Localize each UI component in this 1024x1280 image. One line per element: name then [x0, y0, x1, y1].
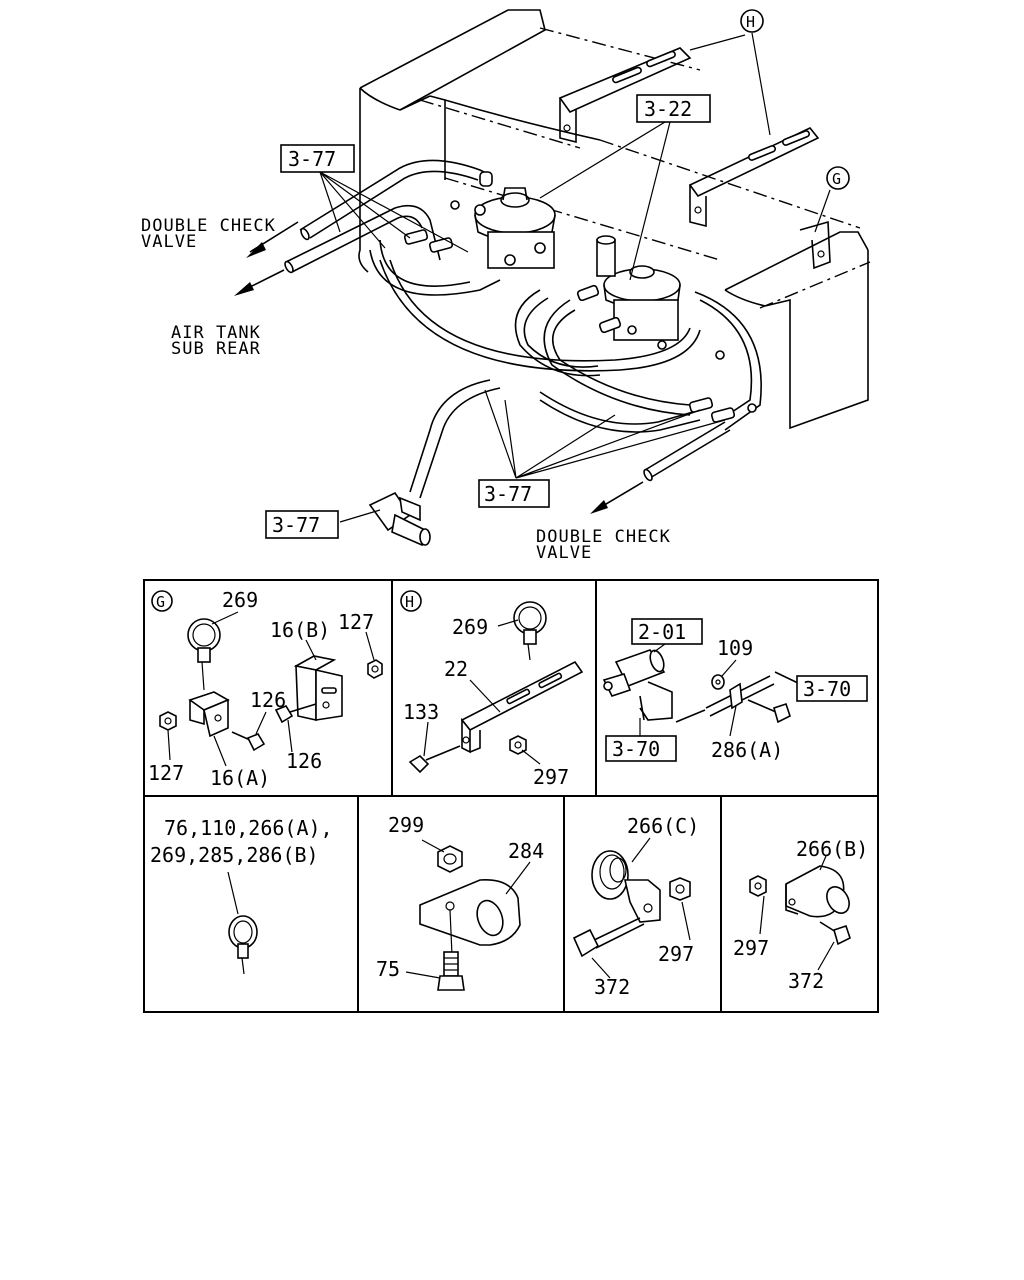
- label-297-m: 297: [733, 936, 769, 960]
- label-133: 133: [403, 700, 439, 724]
- panel-i: 2-01 3-70 3-70 109 286(A): [602, 618, 868, 762]
- label-269-g: 269: [222, 588, 258, 612]
- label-372-l: 372: [594, 975, 630, 999]
- label-126-top: 126: [250, 688, 286, 712]
- callout-3-77-text-a: 3-77: [288, 147, 336, 171]
- label-269-h: 269: [452, 615, 488, 639]
- callout-3-70-right-text: 3-70: [803, 677, 851, 701]
- frame-assembly: [358, 9, 871, 430]
- label-372-m: 372: [788, 969, 824, 993]
- label-266c: 266(C): [627, 814, 699, 838]
- callout-3-77-top-left: 3-77: [280, 144, 355, 173]
- label-127-top: 127: [338, 610, 374, 634]
- label-16b: 16(B): [270, 618, 330, 642]
- label-297-l: 297: [658, 942, 694, 966]
- callout-3-77-text-b: 3-77: [484, 482, 532, 506]
- panel-j: 76,110,266(A), 269,285,286(B): [150, 816, 333, 975]
- circle-ref-g-text: G: [832, 170, 841, 188]
- label-299: 299: [388, 813, 424, 837]
- panel-g-ref: G: [156, 593, 165, 611]
- callout-2-01-text: 2-01: [638, 620, 686, 644]
- pipes: [284, 159, 762, 499]
- label-panel-j-line1: 76,110,266(A),: [164, 816, 333, 840]
- label-panel-j-line2: 269,285,286(B): [150, 843, 319, 867]
- label-284: 284: [508, 839, 544, 863]
- callout-3-77-text-c: 3-77: [272, 513, 320, 537]
- valve-left: [450, 171, 556, 269]
- panel-h: H 269 22 133 297: [400, 590, 584, 789]
- detail-grid: [143, 579, 879, 1013]
- label-286a: 286(A): [711, 738, 783, 762]
- label-16a: 16(A): [210, 766, 270, 790]
- label-297-h: 297: [533, 765, 569, 789]
- panel-h-ref: H: [405, 593, 414, 611]
- leaders-top: [319, 32, 831, 523]
- callout-3-22-text: 3-22: [644, 97, 692, 121]
- label-75: 75: [376, 957, 400, 981]
- circle-ref-h-top: H: [740, 9, 764, 33]
- panel-g: G 269 16(B) 127 126 126 12: [148, 588, 383, 790]
- label-double-check-valve-left-2: VALVE: [141, 232, 197, 252]
- label-126-bot: 126: [286, 749, 322, 773]
- label-air-tank-2: SUB REAR: [171, 339, 261, 359]
- panel-m: 266(B) 297 372: [733, 837, 868, 993]
- tee-fitting: [368, 491, 431, 547]
- panel-k: 299 284 75: [376, 813, 544, 991]
- callout-3-70-left-text: 3-70: [612, 737, 660, 761]
- label-22: 22: [444, 657, 468, 681]
- panel-l: 266(C) 297 372: [572, 814, 699, 999]
- label-air-tank-1: AIR TANK: [171, 323, 261, 343]
- arrow-double-check-right: [590, 481, 644, 514]
- circle-ref-g-top: G: [826, 166, 850, 190]
- callout-3-22: 3-22: [636, 94, 711, 123]
- label-double-check-valve-left-1: DOUBLE CHECK: [141, 216, 276, 236]
- callout-3-77-bottom: 3-77: [478, 479, 550, 508]
- arrow-air-tank: [234, 269, 285, 296]
- label-266b: 266(B): [796, 837, 868, 861]
- label-double-check-valve-right-2: VALVE: [536, 543, 592, 563]
- label-109: 109: [717, 636, 753, 660]
- label-127-bot: 127: [148, 761, 184, 785]
- arrow-double-check-left: [246, 221, 299, 258]
- circle-ref-h-text: H: [746, 13, 755, 31]
- fittings-small: [403, 229, 736, 423]
- label-double-check-valve-right-1: DOUBLE CHECK: [536, 527, 671, 547]
- callout-3-77-tee: 3-77: [265, 510, 339, 539]
- valve-right: [596, 235, 757, 413]
